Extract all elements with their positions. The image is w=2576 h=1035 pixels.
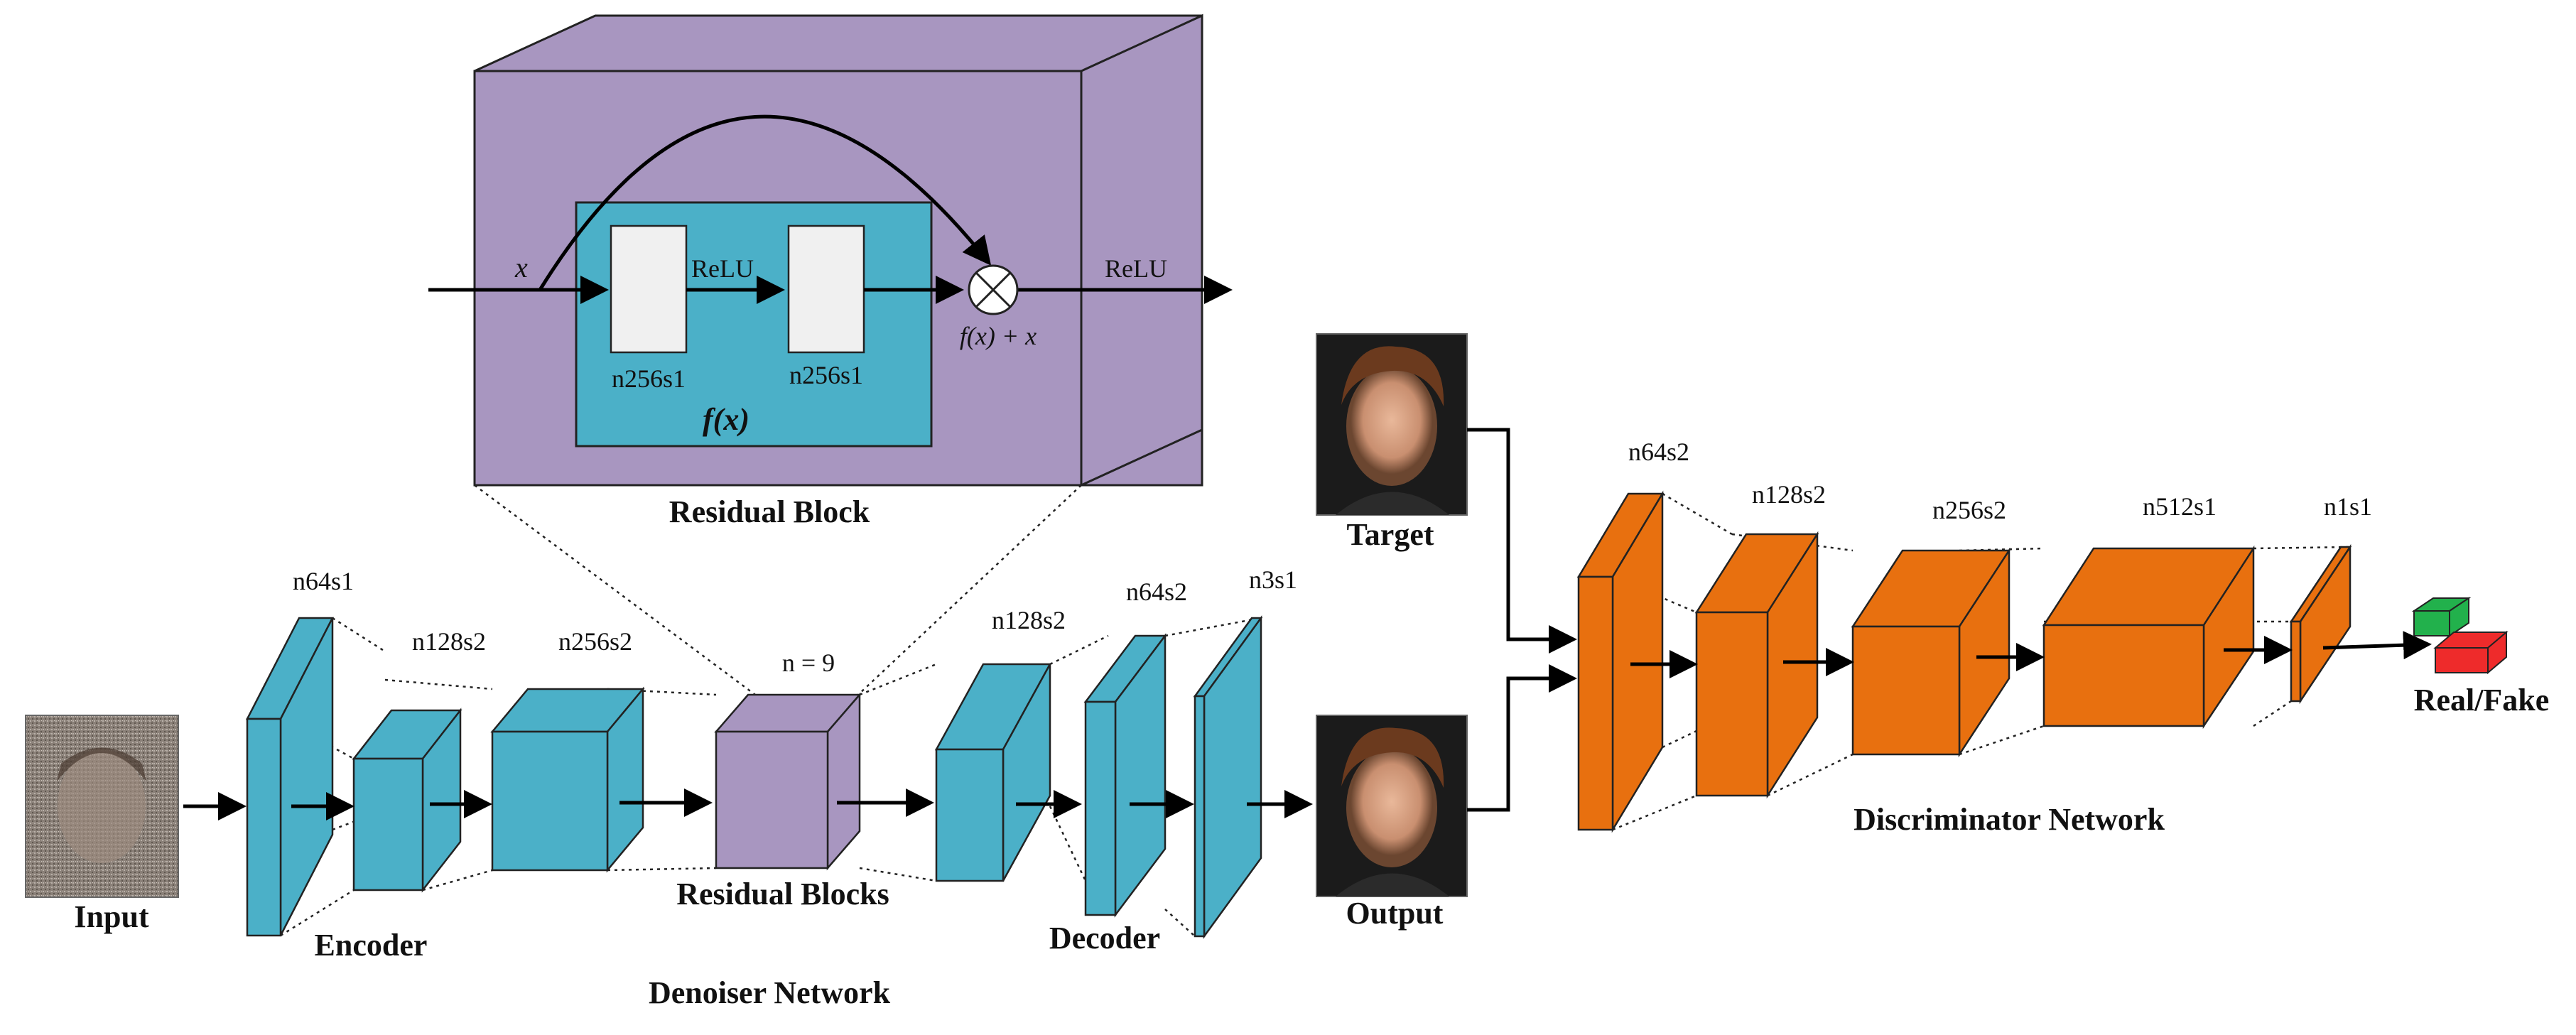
relu-inner-label: ReLU (691, 254, 754, 283)
real-fake-output (2411, 597, 2509, 675)
x-label: x (514, 251, 528, 283)
denoiser-title: Denoiser Network (649, 975, 891, 1010)
enc-layer1-label: n64s1 (293, 567, 354, 595)
conv2-rect (787, 224, 865, 354)
conv1-label: n256s1 (612, 364, 686, 393)
conv2-label: n256s1 (789, 361, 863, 389)
skip-connection-arrow (538, 114, 992, 291)
disc-layer4-label: n512s1 (2143, 492, 2217, 521)
res-block-top (474, 14, 1203, 72)
target-label: Target (1346, 517, 1434, 552)
conv1-rect (610, 224, 688, 354)
decoder-label: Decoder (1049, 921, 1160, 955)
relu-outer-label: ReLU (1105, 254, 1167, 283)
denoiser-network: n64s1 n128s2 n256s2 n = 9 n128s2 n64s2 n… (183, 565, 1313, 1010)
n9-label: n = 9 (782, 649, 835, 677)
dec-layer2-label: n64s2 (1126, 578, 1187, 606)
residual-block-detail: x ReLU ReLU n256s1 n256s1 f(x) f(x) + x … (428, 13, 1233, 529)
encoder-label: Encoder (315, 928, 428, 963)
res-block-side (1080, 13, 1203, 487)
disc-layer5-label: n1s1 (2324, 492, 2372, 521)
enc-layer2-label: n128s2 (412, 627, 486, 656)
dec-layer1-label: n128s2 (992, 606, 1066, 634)
disc-layer2-label: n128s2 (1752, 480, 1826, 509)
input-label: Input (74, 899, 149, 934)
fx-label: f(x) (703, 402, 749, 437)
output-image (1316, 715, 1468, 897)
residual-block-title: Residual Block (669, 494, 870, 529)
residual-blocks-label: Residual Blocks (676, 877, 889, 911)
output-label: Output (1346, 896, 1444, 931)
discriminator-network: n64s2 n128s2 n256s2 n512s1 n1s1 Real/Fak… (1576, 438, 2550, 837)
dec-layer3-label: n3s1 (1249, 565, 1297, 594)
sum-label: f(x) + x (960, 322, 1037, 350)
disc-layer1-label: n64s2 (1628, 438, 1689, 466)
disc-layer3-label: n256s2 (1932, 496, 2006, 524)
enc-layer3-label: n256s2 (558, 627, 632, 656)
input-image (25, 715, 179, 898)
real-fake-label: Real/Fake (2414, 683, 2550, 717)
target-image (1316, 333, 1468, 516)
discriminator-title: Discriminator Network (1853, 802, 2165, 837)
